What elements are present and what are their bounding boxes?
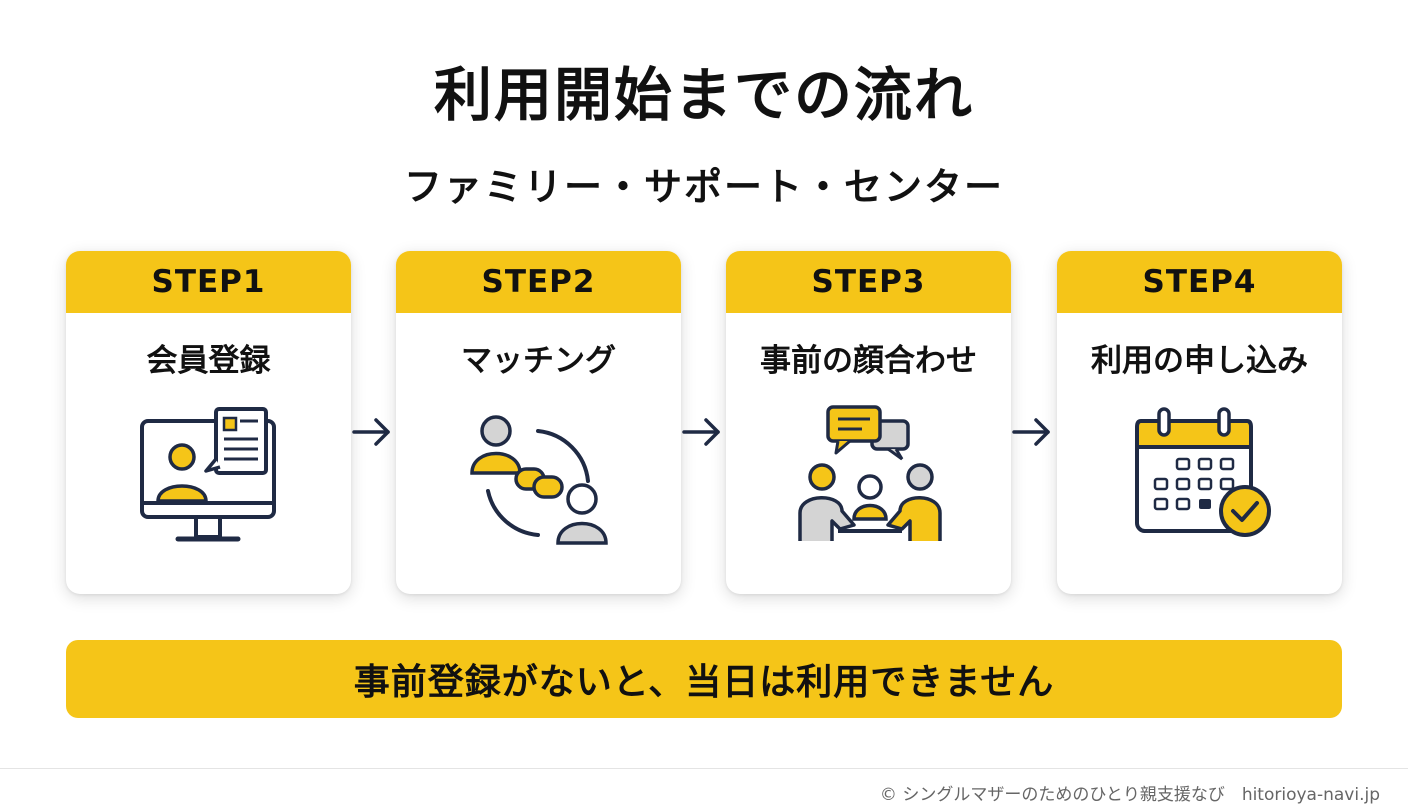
step-label-4: 利用の申し込み xyxy=(1091,343,1308,379)
arrow-right-icon xyxy=(352,418,390,446)
step-header-2: STEP2 xyxy=(396,251,681,313)
step-header-4: STEP4 xyxy=(1057,251,1342,313)
step-card-3: STEP3 事前の顔合わせ xyxy=(726,251,1011,594)
step-label-3: 事前の顔合わせ xyxy=(760,343,977,379)
step-card-1: STEP1 会員登録 xyxy=(66,251,351,594)
meeting-chat-icon xyxy=(798,405,942,541)
step-card-2: STEP2 マッチング xyxy=(396,251,681,594)
calendar-check-icon xyxy=(1135,407,1271,537)
page-title: 利用開始までの流れ xyxy=(433,61,974,129)
matching-link-icon xyxy=(470,415,608,545)
step-label-1: 会員登録 xyxy=(146,343,271,379)
step-header-1: STEP1 xyxy=(66,251,351,313)
footer-divider xyxy=(0,768,1408,769)
step-header-3: STEP3 xyxy=(726,251,1011,313)
page-subtitle: ファミリー・サポート・センター xyxy=(403,165,1004,209)
arrow-right-icon xyxy=(1012,418,1050,446)
step-card-4: STEP4 利用の申し込み xyxy=(1057,251,1342,594)
step-label-2: マッチング xyxy=(461,343,616,379)
video-registration-icon xyxy=(140,407,276,542)
notice-banner: 事前登録がないと、当日は利用できません xyxy=(66,640,1342,718)
arrow-right-icon xyxy=(682,418,720,446)
footer-credit: © シングルマザーのためのひとり親支援なび hitorioya-navi.jp xyxy=(879,785,1380,805)
